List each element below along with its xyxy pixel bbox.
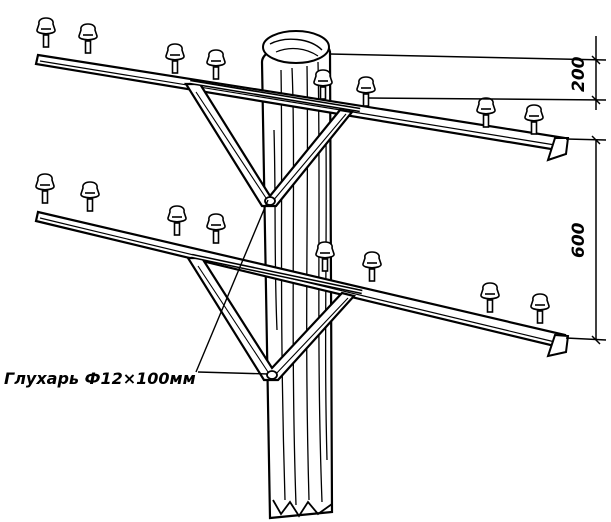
insulator	[35, 173, 55, 204]
insulator	[362, 251, 382, 282]
upper-crossarm	[34, 53, 570, 208]
dimension-lines	[329, 36, 607, 345]
lower-crossarm-end-bracket	[546, 333, 570, 358]
insulator	[480, 282, 500, 313]
insulator	[78, 23, 98, 54]
dimension-200-label: 200	[569, 56, 589, 92]
insulator	[530, 293, 550, 324]
insulator	[165, 43, 185, 74]
insulator	[315, 241, 335, 272]
lower-insulators	[35, 173, 550, 324]
callout-leaders	[195, 199, 269, 375]
insulator	[36, 17, 56, 48]
insulator	[80, 181, 100, 212]
insulator	[206, 49, 226, 80]
insulator	[524, 104, 544, 135]
insulator	[206, 213, 226, 244]
insulator	[313, 69, 333, 100]
callout-label: Глухарь Ф12×100мм	[4, 369, 196, 388]
upper-insulators	[36, 17, 544, 135]
lower-brace	[186, 256, 357, 382]
upper-crossarm-end-bracket	[546, 137, 570, 162]
dimension-600-label: 600	[569, 222, 589, 258]
lower-brace-bolt	[266, 370, 278, 380]
insulator	[356, 76, 376, 107]
insulator	[476, 97, 496, 128]
insulator	[167, 205, 187, 236]
upper-brace	[184, 82, 355, 208]
lower-crossarm	[34, 210, 570, 382]
